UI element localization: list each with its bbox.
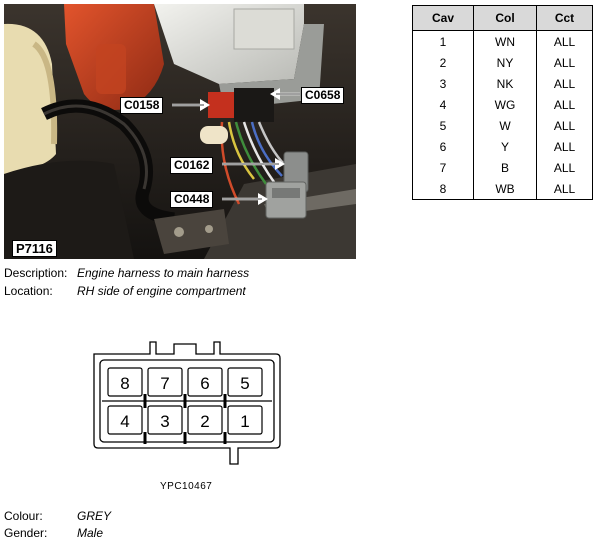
cell-cav: 3 [412,73,474,94]
table-row: 5 W ALL [412,115,593,136]
cell-cct: ALL [536,73,593,94]
cell-col: WB [473,178,537,200]
location-row: Location: RH side of engine compartment [4,283,246,299]
cell-cct: ALL [536,52,593,73]
cell-col: W [473,115,537,136]
cell-cct: ALL [536,94,593,115]
figure-reference: YPC10467 [160,481,213,492]
engine-bay-photo [4,4,356,259]
cell-col: B [473,157,537,178]
header-cct: Cct [536,5,593,31]
connector-location-photo: C0158 C0658 C0162 C0448 P7116 [4,4,356,259]
table-row: 4 WG ALL [412,94,593,115]
header-cav: Cav [412,5,474,31]
cell-cct: ALL [536,178,593,200]
colour-row: Colour: GREY [4,508,111,524]
cell-cav: 5 [412,115,474,136]
cavity-1: 1 [240,412,249,431]
location-label: Location: [4,284,53,298]
cavity-7: 7 [160,374,169,393]
cavity-4: 4 [120,412,129,431]
callout-c0158: C0158 [120,97,164,114]
cavity-2: 2 [200,412,209,431]
table-row: 1 WN ALL [412,30,593,52]
table-row: 8 WB ALL [412,178,593,200]
connector-face-diagram: 8 7 6 5 4 3 2 1 [93,341,281,465]
callout-c0448: C0448 [170,191,214,208]
callout-c0658: C0658 [301,87,345,104]
gender-value: Male [77,526,104,540]
cell-col: NK [473,73,537,94]
cell-cav: 7 [412,157,474,178]
cell-col: Y [473,136,537,157]
gender-label: Gender: [4,526,48,540]
table-row: 2 NY ALL [412,52,593,73]
cell-cav: 2 [412,52,474,73]
cavity-6: 6 [200,374,209,393]
cell-col: WG [473,94,537,115]
cell-cct: ALL [536,157,593,178]
cavity-3: 3 [160,412,169,431]
cell-col: WN [473,30,537,52]
photo-id-label: P7116 [12,240,57,257]
cell-cav: 4 [412,94,474,115]
colour-value: GREY [77,509,112,523]
description-row: Description: Engine harness to main harne… [4,265,249,281]
description-value: Engine harness to main harness [77,266,250,280]
header-col: Col [473,5,537,31]
cell-cct: ALL [536,30,593,52]
gender-row: Gender: Male [4,525,103,541]
table-row: 6 Y ALL [412,136,593,157]
cavity-8: 8 [120,374,129,393]
cell-cct: ALL [536,115,593,136]
location-value: RH side of engine compartment [77,284,246,298]
cell-cct: ALL [536,136,593,157]
description-label: Description: [4,266,68,280]
cell-col: NY [473,52,537,73]
cavity-5: 5 [240,374,249,393]
cell-cav: 1 [412,30,474,52]
table-row: 3 NK ALL [412,73,593,94]
table-row: 7 B ALL [412,157,593,178]
colour-label: Colour: [4,509,43,523]
pin-table: Cav Col Cct 1 WN ALL 2 NY ALL 3 NK ALL 4… [412,5,593,200]
pin-table-header: Cav Col Cct [412,5,593,31]
cell-cav: 8 [412,178,474,200]
callout-c0162: C0162 [170,157,214,174]
cell-cav: 6 [412,136,474,157]
